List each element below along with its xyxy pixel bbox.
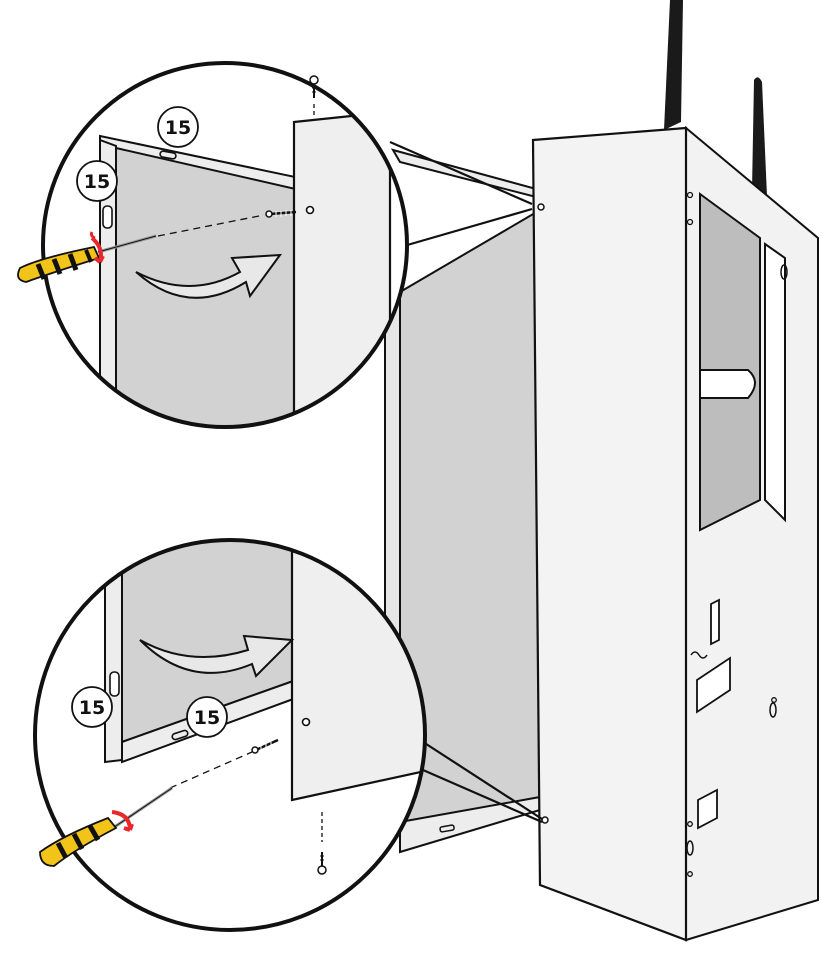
front-hole-top (537, 203, 545, 211)
screwdriver-icon (39, 786, 173, 867)
bottom-detail-zoom (33, 538, 427, 932)
side-window-right (764, 242, 786, 523)
screw-icon (169, 738, 279, 789)
callout-top-left-text: 15 (84, 171, 110, 193)
rotation-arrow-icon (90, 236, 105, 264)
screw-icon (157, 210, 297, 237)
callout-bottom-left: 15 (71, 686, 113, 728)
screw-icon (309, 75, 319, 116)
top-rail (390, 148, 541, 200)
rotation-arrow-icon (111, 810, 134, 832)
callout-bottom-left-text: 15 (79, 697, 105, 719)
cabinet-front-face (531, 126, 688, 942)
antenna-right (752, 77, 767, 196)
front-hole-bottom (541, 816, 549, 824)
callout-top-back: 15 (157, 106, 199, 148)
callout-top-left: 15 (76, 160, 118, 202)
screw-icon (317, 812, 327, 875)
curved-arrow-icon (139, 634, 295, 678)
top-detail-zoom (41, 61, 409, 429)
leader-bottom (419, 739, 543, 824)
callout-bottom-back: 15 (186, 696, 228, 738)
leader-top (389, 140, 533, 252)
side-window (699, 192, 761, 532)
antenna-left (664, 0, 683, 130)
cabinet (384, 0, 819, 942)
side-slot (699, 369, 756, 399)
callout-bottom-back-text: 15 (194, 707, 220, 729)
curved-arrow-icon (135, 253, 283, 299)
screwdriver-icon (17, 234, 157, 283)
callout-top-back-text: 15 (165, 117, 191, 139)
